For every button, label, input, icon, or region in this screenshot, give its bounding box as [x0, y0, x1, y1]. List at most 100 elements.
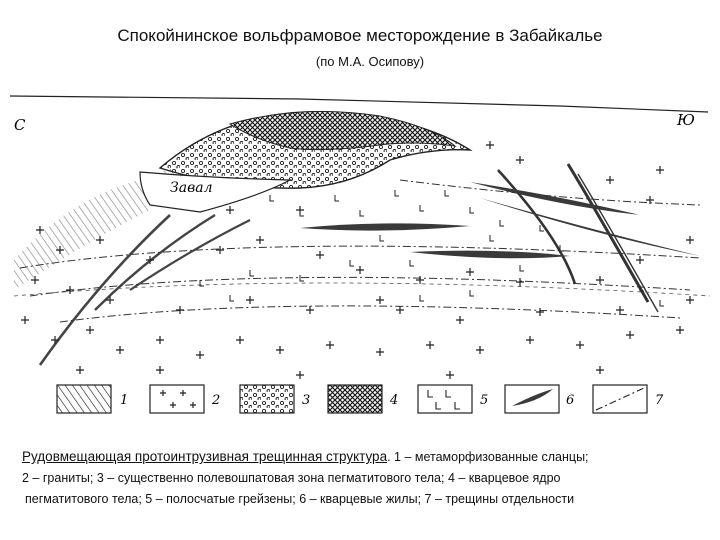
greisen-band [129, 219, 251, 291]
granite-cross [656, 166, 664, 174]
greisen-mark [639, 285, 644, 292]
granite-cross [646, 196, 654, 204]
greisen-band [38, 214, 171, 366]
page-title: Спокойнинское вольфрамовое месторождение… [117, 26, 603, 45]
granite-cross [686, 296, 694, 304]
granite-cross [76, 366, 84, 374]
legend-item-5: 5 [417, 384, 488, 414]
granite-cross [246, 296, 254, 304]
legend-number: 1 [120, 393, 128, 408]
granite-cross [466, 268, 474, 276]
granite-cross [526, 336, 534, 344]
legend-item-2: 2 [149, 384, 220, 414]
legend-item-4: 4 [327, 384, 398, 414]
granite-cross [596, 276, 604, 284]
upper-contact-line [9, 95, 709, 113]
granite-cross [576, 341, 584, 349]
greisen-marks [199, 190, 664, 307]
fault-right-1 [566, 163, 650, 303]
granite-cross [106, 296, 114, 304]
granite-cross [276, 346, 284, 354]
greisen-mark [199, 280, 204, 287]
granite-cross [56, 246, 64, 254]
fault-right-3 [497, 169, 577, 285]
greisen-mark [659, 300, 664, 307]
granite-cross [376, 348, 384, 356]
granite-cross [256, 236, 264, 244]
greisen-mark [394, 190, 399, 197]
greisen-mark [359, 210, 364, 217]
greisen-mark [539, 225, 544, 232]
greisen-mark [419, 205, 424, 212]
north-label: С [14, 116, 26, 134]
greisen-mark [469, 207, 474, 214]
quartz-vein [300, 223, 470, 231]
legend-number: 4 [389, 393, 398, 408]
granite-cross [86, 326, 94, 334]
south-label: Ю [676, 111, 695, 129]
granite-cross [116, 346, 124, 354]
legend: 1 2 3 4 5 6 7 [56, 384, 664, 414]
separation-cracks [19, 179, 701, 323]
greisen-mark [249, 270, 254, 277]
granite-cross [486, 141, 494, 149]
granite-cross [396, 306, 404, 314]
granite-cross [516, 156, 524, 164]
greisen-mark [334, 195, 339, 202]
granite-cross [616, 306, 624, 314]
greisen-mark [299, 210, 304, 217]
fault-right-2 [577, 173, 659, 313]
greisen-mark [469, 290, 474, 297]
granite-cross [446, 371, 454, 379]
granite-cross [146, 256, 154, 264]
schist-area-left [14, 165, 180, 290]
granite-cross [196, 351, 204, 359]
greisen-mark [269, 195, 274, 202]
granite-cross [306, 306, 314, 314]
legend-number: 3 [302, 393, 310, 408]
caption-line-3: пегматитового тела; 5 – полосчатые грейз… [25, 492, 575, 506]
granite-cross [476, 346, 484, 354]
collapse-label: Завал [170, 180, 212, 196]
legend-item-1: 1 [56, 384, 128, 414]
granite-cross [226, 206, 234, 214]
legend-item-7: 7 [592, 384, 664, 414]
granite-cross [516, 278, 524, 286]
granite-cross [36, 226, 44, 234]
figure-caption: Рудовмещающая протоинтрузивная трещинная… [22, 446, 702, 510]
quartz-vein [470, 182, 640, 215]
caption-line-2: 2 – граниты; 3 – существенно полевошпато… [22, 471, 561, 485]
geological-section: С Ю Завал 1 2 3 4 5 6 [9, 95, 711, 414]
granite-cross [596, 366, 604, 374]
granite-cross [66, 286, 74, 294]
caption-lead: Рудовмещающая протоинтрузивная трещинная… [22, 449, 388, 464]
legend-item-3: 3 [239, 384, 310, 414]
granite-cross [376, 296, 384, 304]
greisen-mark [299, 275, 304, 282]
granite-cross [636, 256, 644, 264]
greisen-mark [499, 220, 504, 227]
collapse-zone [139, 171, 293, 213]
greisen-mark [519, 265, 524, 272]
caption-line-1: Рудовмещающая протоинтрузивная трещинная… [22, 446, 702, 468]
granite-cross [96, 236, 104, 244]
granite-cross [606, 176, 614, 184]
quartz-vein [410, 250, 570, 259]
granite-cross [626, 331, 634, 339]
granite-cross [21, 316, 29, 324]
greisen-mark [559, 245, 564, 252]
granite-cross [426, 341, 434, 349]
greisen-mark [379, 235, 384, 242]
caption-line-1-rest: . 1 – метаморфизованные сланцы; [387, 450, 589, 464]
greisen-mark [444, 190, 449, 197]
granite-cross [686, 236, 694, 244]
granite-cross [296, 371, 304, 379]
greisen-mark [349, 260, 354, 267]
page-subtitle: (по М.А. Осипову) [315, 54, 425, 69]
granite-cross [236, 336, 244, 344]
granite-cross [316, 251, 324, 259]
granite-cross [416, 276, 424, 284]
legend-number: 6 [566, 393, 574, 408]
greisen-mark [229, 295, 234, 302]
granite-cross [676, 326, 684, 334]
